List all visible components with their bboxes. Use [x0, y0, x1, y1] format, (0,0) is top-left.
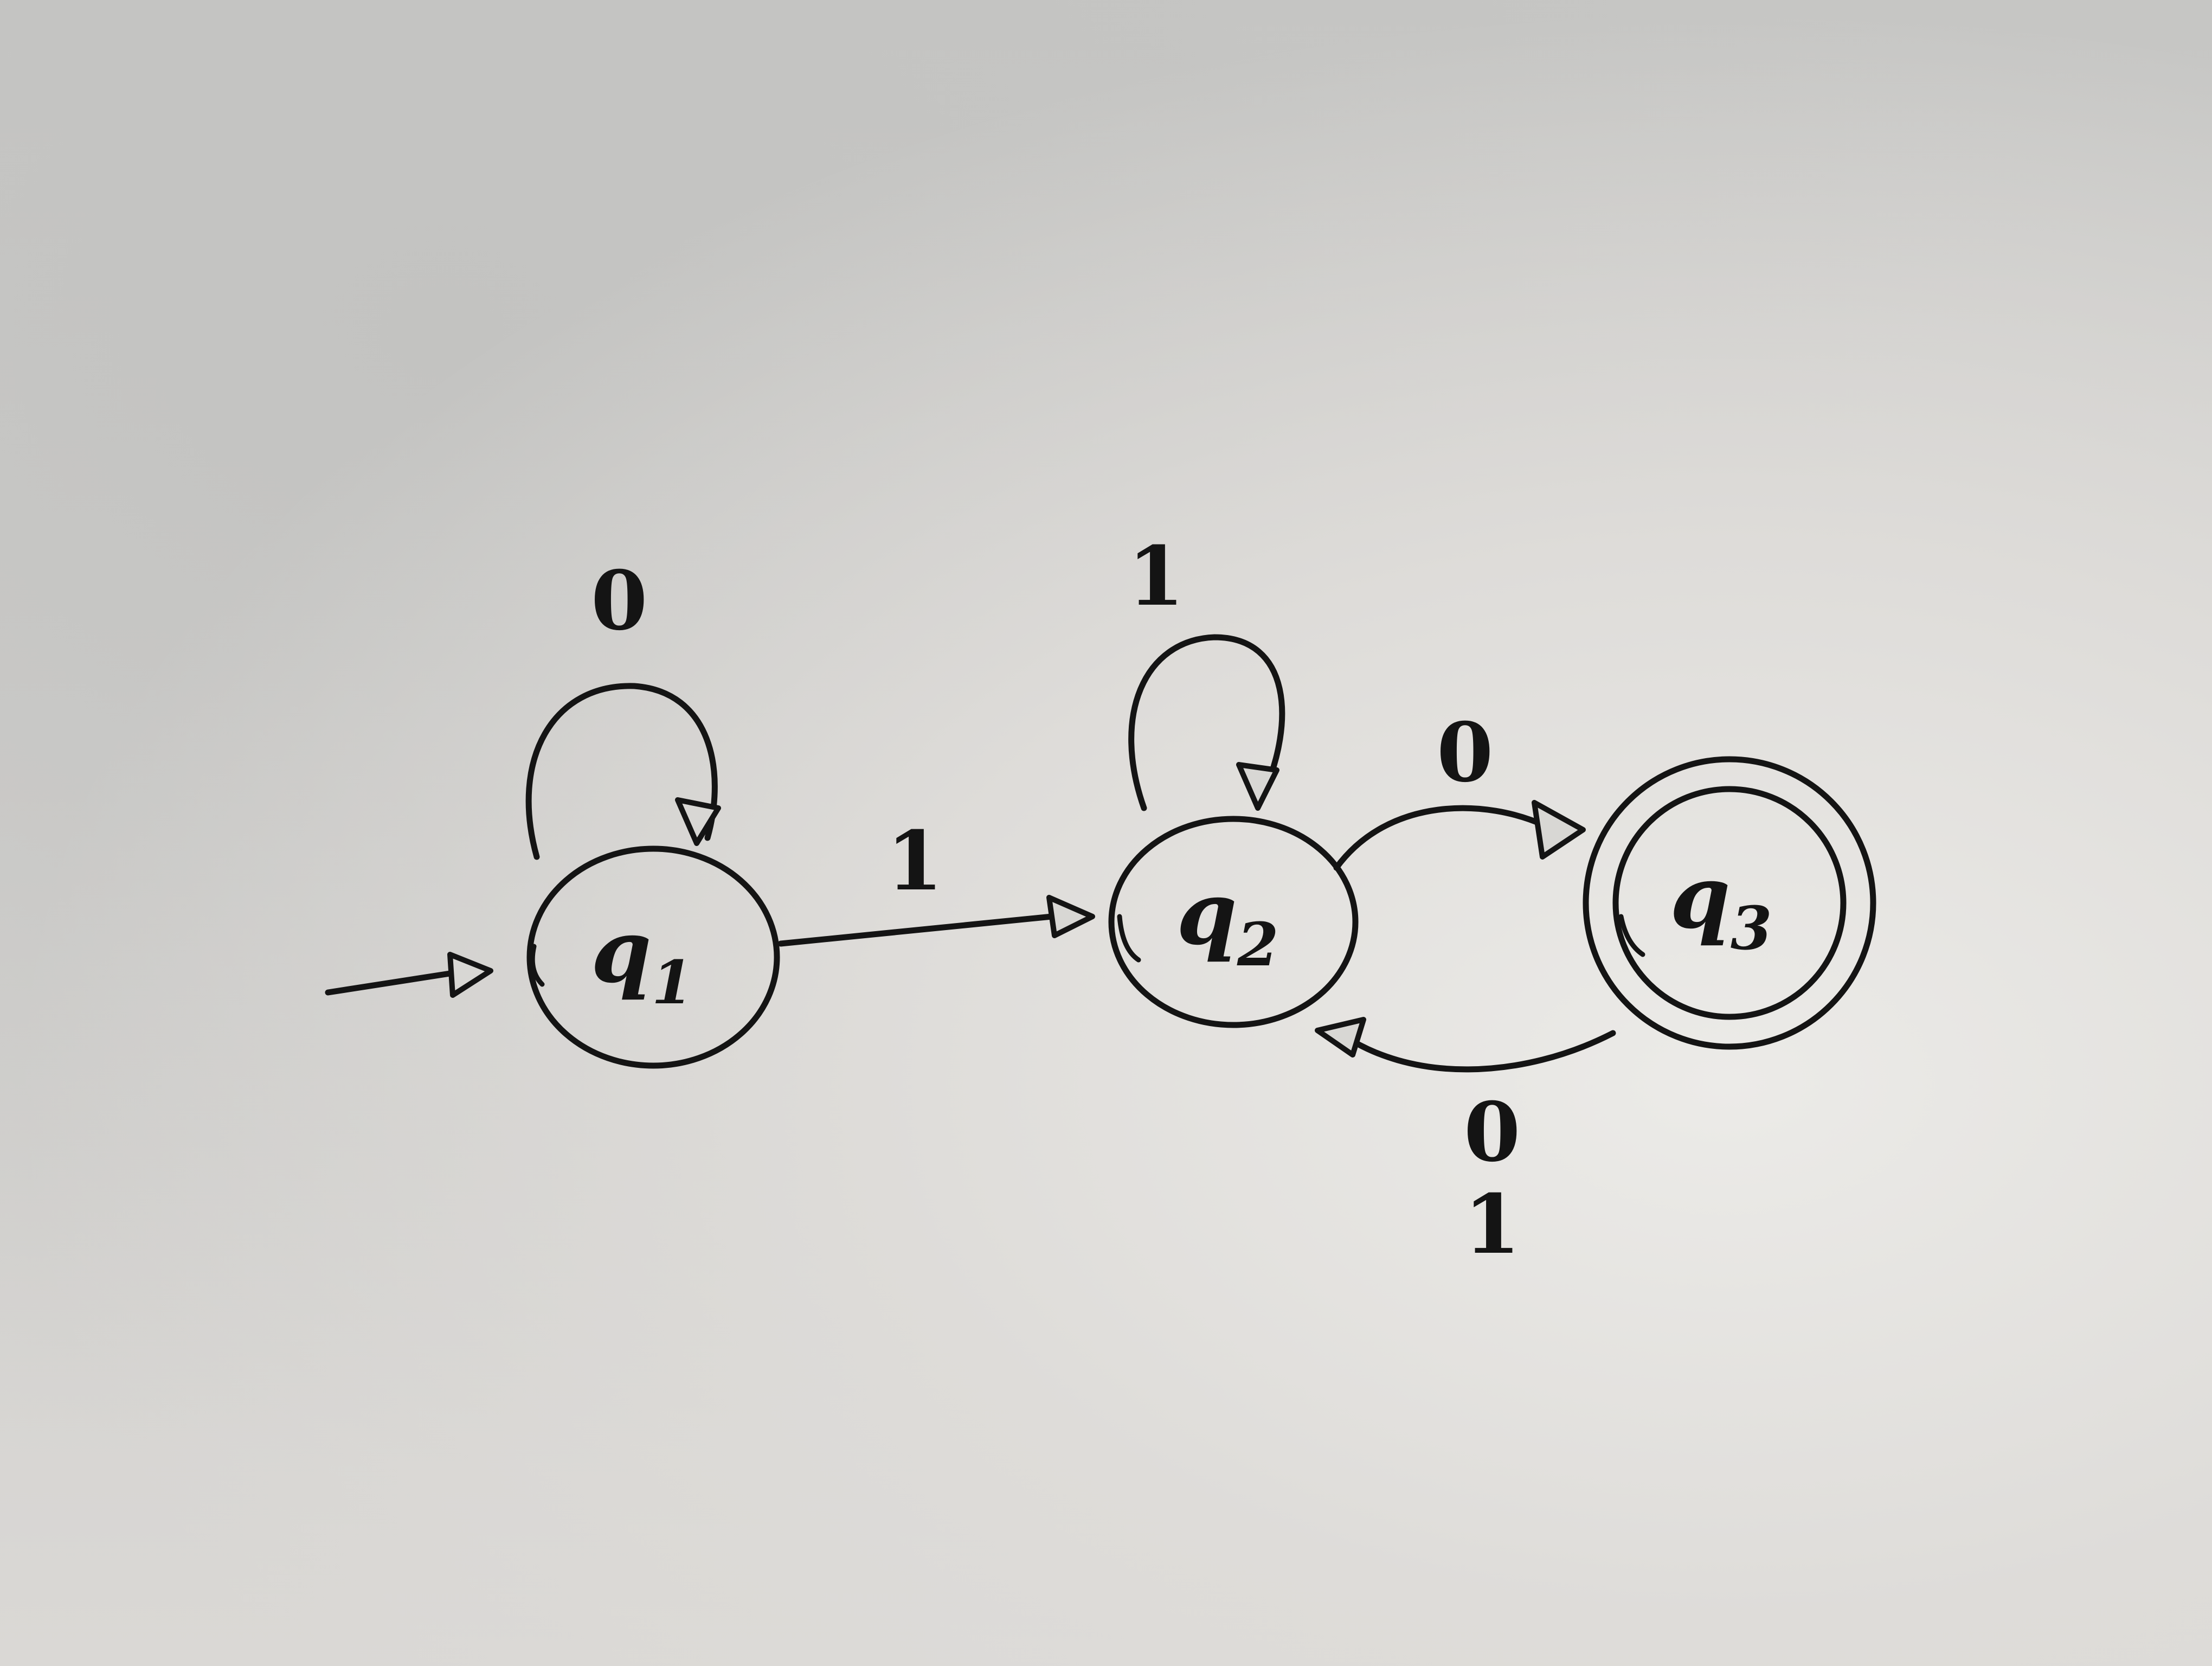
transition-q2-q2: 1: [1128, 529, 1285, 811]
transition-q1-q2-label: 1: [886, 813, 943, 909]
transition-q2-q3-label: 0: [1437, 705, 1493, 800]
transition-q3-q2-label-bottom: 1: [1464, 1177, 1520, 1272]
state-q3[interactable]: q3: [1583, 756, 1876, 1050]
state-q3-label: q3: [1670, 846, 1772, 963]
state-q2[interactable]: q2: [1108, 816, 1359, 1028]
transition-q3-q2-label-top: 0: [1464, 1085, 1520, 1180]
start-arrow: [325, 952, 493, 998]
transition-q2-q2-label: 1: [1128, 529, 1184, 624]
transition-q1-q1-label: 0: [591, 553, 647, 649]
transition-q3-q2: 0 1: [1315, 1017, 1616, 1272]
state-q1-label: q1: [591, 900, 693, 1017]
transition-q1-q2: 1: [777, 813, 1095, 947]
state-q2-label: q2: [1176, 862, 1278, 979]
state-q1[interactable]: q1: [526, 845, 780, 1069]
transition-q2-q3: 0: [1333, 705, 1586, 871]
transition-q1-q1: 0: [525, 553, 721, 860]
